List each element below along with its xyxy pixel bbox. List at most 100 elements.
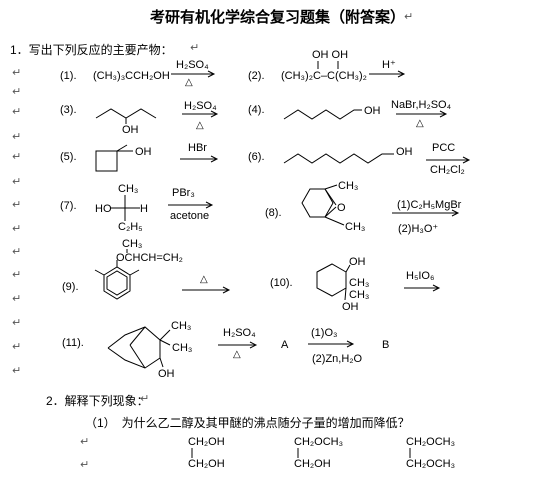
item-number: (5). [60,151,77,163]
item-number: (1). [60,70,77,82]
condition-7-top: PBr₃ [172,187,195,199]
return-mark: ↵ [12,106,22,118]
return-mark: ↵ [12,176,22,188]
reactant-2: (CH₃)₂C–C(CH₃)₂ [281,70,367,82]
return-mark: ↵ [12,246,22,258]
bond [129,269,140,276]
reactant-9-chain: OCHCH=CH₂ [116,252,183,264]
bond [324,188,337,206]
condition-8-top: (1)C₂H₅MgBr [397,199,462,211]
reaction-arrow [404,284,441,292]
bicyclic-ring [107,326,161,369]
condition-11: H₂SO₄ [223,327,256,339]
condition-5: HBr [188,142,207,154]
cyclobutane-ring [95,150,118,172]
return-mark: ↵ [80,436,90,448]
condition-6-top: PCC [432,142,456,154]
product-b: B [382,339,390,351]
reactant-2-oh: OH OH [312,49,349,61]
reactant-4-oh: OH [364,105,381,117]
reactant-10-oh-top: OH [349,256,366,268]
return-mark: ↵ [12,223,22,235]
return-mark: ↵ [12,317,22,329]
bond [324,206,337,218]
reactant-7-ho: HO [95,203,112,215]
bond [324,216,345,226]
heat-symbol: △ [200,274,208,285]
item-number: (6). [248,151,265,163]
bond [159,339,171,346]
reaction-arrow [180,155,219,163]
condition-11a-bottom: (2)Zn,H₂O [312,353,363,365]
bond [159,357,164,368]
return-mark: ↵ [80,459,90,471]
item-number: (11). [62,337,84,349]
return-mark: ↵ [12,341,22,353]
reactant-11-oh: OH [158,368,175,380]
section-2-heading: 2．解释下列现象： [46,394,149,408]
reactant-6-oh: OH [396,146,413,158]
reactant-7-h: H [140,203,148,215]
condition-4: NaBr,H₂SO₄ [391,99,452,111]
return-mark: ↵ [12,293,22,305]
reaction-arrow [171,70,216,78]
monoether-bottom: CH₂OH [294,458,331,470]
reactant-9-ch3: CH₃ [122,238,143,250]
condition-2: H⁺ [382,59,396,71]
item-number: (10). [270,277,293,289]
item-number: (9). [62,281,79,293]
bond [129,326,146,346]
condition-6-bottom: CH₂Cl₂ [430,164,465,176]
item-number: (4). [248,104,265,116]
heat-symbol: △ [185,77,193,88]
diether-bottom: CH₂OCH₃ [406,458,456,470]
reactant-11-ch3-b: CH₃ [172,342,193,354]
return-mark: ↵ [12,365,22,377]
bond [159,329,171,341]
diether-top: CH₂OCH₃ [406,436,456,448]
condition-7-bottom: acetone [170,210,210,222]
glycol-top: CH₂OH [188,436,225,448]
reaction-arrow [308,340,355,348]
question-2-1: （1） 为什么乙二醇及其甲醚的沸点随分子量的增加而降低？ [85,416,410,430]
monoether-top: CH₂OCH₃ [294,436,344,448]
bond [324,184,338,190]
reactant-1: (CH₃)₃CCH₂OH [93,70,170,82]
reaction-arrow [218,341,258,349]
reactant-7-c2h5: C₂H₅ [118,221,143,233]
return-mark: ↵ [12,67,22,79]
skeletal-chain [95,108,157,119]
return-mark: ↵ [12,269,22,281]
reactant-8-ch3-bottom: CH₃ [345,221,366,233]
item-number: (8). [265,207,282,219]
reactant-8-oxygen: O [337,202,346,214]
return-mark: ↵ [12,199,22,211]
section-1-heading: 1．写出下列反应的主要产物： [10,43,173,57]
bond [94,269,105,276]
bond [344,287,347,301]
condition-1: H₂SO₄ [176,59,209,71]
condition-10: H₅IO₆ [406,270,435,282]
cyclohexane-ring [316,263,347,297]
product-a: A [281,339,289,351]
reaction-arrow [392,209,460,217]
reaction-arrow [168,201,214,209]
condition-3: H₂SO₄ [184,100,217,112]
reactant-11-ch3-a: CH₃ [171,320,192,332]
reactant-10-oh-bottom: OH [342,301,359,313]
return-mark: ↵ [404,11,414,23]
item-number: (3). [60,104,77,116]
return-mark: ↵ [12,151,22,163]
return-mark: ↵ [190,42,200,54]
benzene-ring [103,266,131,300]
reactant-7-ch3: CH₃ [118,183,139,195]
item-number: (7). [60,200,77,212]
reaction-arrow [182,286,231,294]
reactant-8-ch3-top: CH₃ [338,180,359,192]
return-mark: ↵ [12,131,22,143]
reactant-10-ch3-b: CH₃ [349,289,370,301]
condition-8-bottom: (2)H₃O⁺ [398,223,439,235]
page-title: 考研有机化学综合复习题集（附答案） [150,8,406,26]
heat-symbol: △ [233,349,241,360]
